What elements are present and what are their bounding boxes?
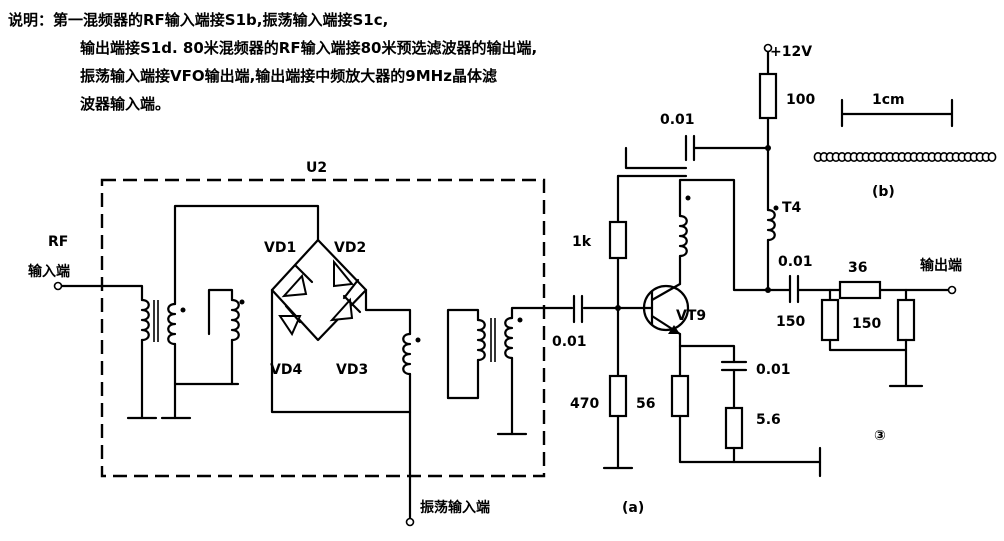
t4-label: T4 xyxy=(782,200,802,216)
coil-winding-sample xyxy=(813,152,997,163)
note-line-1: 说明：第一混频器的RF输入端接S1b,振荡输入端接S1c, xyxy=(8,11,389,29)
output-transformer-secondary-coil xyxy=(504,316,514,360)
r-56 xyxy=(670,374,690,418)
vd3-label: VD3 xyxy=(336,362,368,378)
polarity-dot xyxy=(773,205,779,211)
vd4-diode xyxy=(278,315,302,337)
vd2-cathode-bar xyxy=(342,278,360,300)
vd1-cathode-bar xyxy=(294,264,314,284)
vd3-cathode-bar xyxy=(342,294,362,314)
t1-primary-coil xyxy=(140,298,150,342)
supply-label: +12V xyxy=(770,44,812,60)
note-line-4: 波器输入端。 xyxy=(80,95,171,113)
supply-terminal xyxy=(763,43,773,53)
osc-input-label: 振荡输入端 xyxy=(420,499,490,516)
t1-secondary-top-wire xyxy=(173,204,320,306)
collector-output-wire xyxy=(678,178,792,292)
t1-secondary-coil xyxy=(167,302,177,346)
u2-module-box xyxy=(100,178,546,478)
emitter-bypass-wire xyxy=(678,344,736,364)
r-1k xyxy=(608,220,628,260)
output-transformer-winding xyxy=(402,332,412,376)
vd2-label: VD2 xyxy=(334,240,366,256)
r-100 xyxy=(758,72,778,120)
r-470-value: 470 xyxy=(570,396,599,412)
vd4-cathode-bar xyxy=(284,304,302,324)
output-label: 输出端 xyxy=(920,257,962,274)
c-emitter-value: 0.01 xyxy=(756,362,791,378)
vt9-emitter-arrow xyxy=(668,325,680,334)
coil-turn xyxy=(987,152,997,163)
rf-input-label-cn: 输入端 xyxy=(28,263,70,280)
output-transformer-primary-return xyxy=(446,358,480,400)
c-input-value: 0.01 xyxy=(552,334,587,350)
output-transformer-primary-coil xyxy=(476,318,486,362)
output-terminal xyxy=(947,285,957,295)
polarity-dot xyxy=(180,307,186,313)
output-transformer-primary-wire xyxy=(446,308,480,400)
junction-dot xyxy=(765,287,771,293)
u2-label: U2 xyxy=(306,160,327,176)
r-150-value: 150 xyxy=(852,316,881,332)
r-shunt-left xyxy=(820,298,840,342)
vt9-collector-lead xyxy=(650,282,682,302)
r-1k-value: 1k xyxy=(572,234,592,250)
rf-input-terminal xyxy=(53,281,63,291)
note-line-3: 振荡输入端接VFO输出端,输出端接中频放大器的9MHz晶体滤 xyxy=(80,67,497,85)
t4-coil xyxy=(766,208,776,242)
r-shunt-right xyxy=(896,298,916,342)
vd2-diode xyxy=(333,259,354,288)
r-56-value: 56 xyxy=(636,396,655,412)
chassis-ground-wire xyxy=(624,146,688,170)
ring-right-wire xyxy=(364,288,412,336)
vd3-diode xyxy=(329,297,354,322)
vt9-label: VT9 xyxy=(676,308,706,324)
scale-bar xyxy=(840,98,954,128)
rf-input-wire xyxy=(60,284,144,302)
junction-dot xyxy=(615,305,621,311)
r-36-series xyxy=(838,280,882,300)
figure-b-caption: (b) xyxy=(872,184,895,200)
vd4-label: VD4 xyxy=(270,362,302,378)
c-top-value: 0.01 xyxy=(660,112,695,128)
osc-input-terminal xyxy=(405,517,415,527)
output-transformer-secondary-top-wire xyxy=(510,306,574,320)
polarity-dot xyxy=(415,337,421,343)
polarity-dot xyxy=(685,195,691,201)
junction-dot xyxy=(765,145,771,151)
emitter-ground-wire xyxy=(678,414,822,464)
mid-winding-coil xyxy=(230,298,240,342)
shunt-bottom-wire xyxy=(828,338,908,352)
r-100-value: 100 xyxy=(786,92,815,108)
r-5-6 xyxy=(724,406,744,450)
diode-ring-wiring xyxy=(270,238,368,342)
ring-left-bottom-wire xyxy=(270,288,412,414)
collector-coil xyxy=(678,214,688,258)
figure-a-caption: (a) xyxy=(622,500,644,516)
r-36-value: 36 xyxy=(848,260,867,276)
mid-winding-top-wire xyxy=(207,288,234,336)
vt9-transistor xyxy=(642,284,690,332)
c-out-value: 0.01 xyxy=(778,254,813,270)
note-line-2: 输出端接S1d. 80米混频器的RF输入端接80米预选滤波器的输出端, xyxy=(80,39,538,57)
r-5-6-value: 5.6 xyxy=(756,412,781,428)
c-150-value: 150 xyxy=(776,314,805,330)
vd1-label: VD1 xyxy=(264,240,296,256)
r-470 xyxy=(608,374,628,418)
polarity-dot xyxy=(239,299,245,305)
scale-label: 1cm xyxy=(872,92,905,108)
panel-number: ③ xyxy=(874,428,886,444)
vd1-diode xyxy=(281,273,308,298)
polarity-dot xyxy=(517,317,523,323)
rf-input-label: RF xyxy=(48,234,68,250)
